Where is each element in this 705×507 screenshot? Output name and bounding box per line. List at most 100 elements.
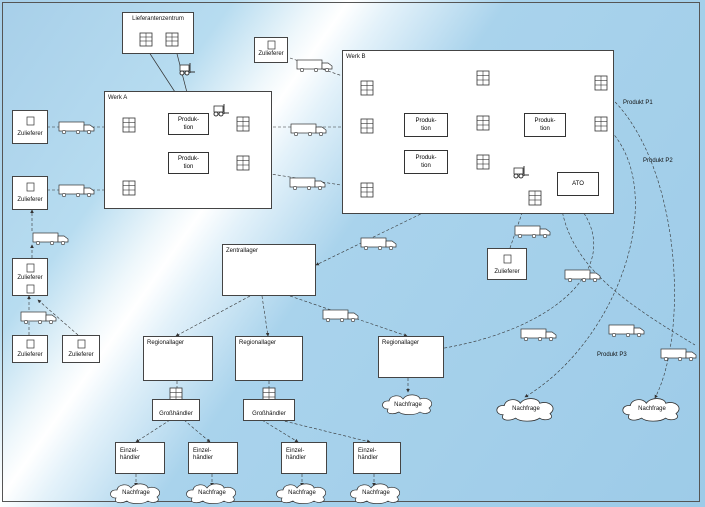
- inventory-icon: [122, 180, 136, 196]
- truck-icon: [564, 268, 602, 283]
- product-p2-label: Produkt P2: [643, 158, 673, 164]
- inventory-icon: [267, 40, 276, 50]
- regional-warehouse-label: Regionallager: [239, 340, 277, 346]
- inventory-icon: [26, 284, 35, 294]
- production-node: Produk- tion: [404, 113, 448, 137]
- demand-label: Nachfrage: [638, 406, 666, 412]
- regional-warehouse: Regionallager: [235, 336, 303, 381]
- retailer-node: Einzel- händler: [115, 442, 165, 474]
- ato-node: ATO: [557, 172, 599, 196]
- forklift-icon: [513, 166, 529, 179]
- supplier-node: Zulieferer: [12, 258, 48, 296]
- supplier-node: Zulieferer: [12, 335, 48, 363]
- inventory-icon: [594, 116, 608, 132]
- supplier-label: Zulieferer: [68, 352, 94, 358]
- inventory-icon: [26, 339, 35, 349]
- product-p3-label: Produkt P3: [597, 352, 627, 358]
- inventory-icon: [236, 116, 250, 132]
- truck-icon: [58, 120, 96, 135]
- retailer-node: Einzel- händler: [188, 442, 238, 474]
- demand-cloud: Nachfrage: [348, 482, 404, 504]
- demand-cloud: Nachfrage: [494, 396, 558, 422]
- demand-label: Nachfrage: [288, 490, 316, 496]
- supplier-label: Zulieferer: [17, 352, 43, 358]
- truck-icon: [20, 310, 58, 325]
- inventory-icon: [26, 182, 35, 192]
- inventory-icon: [77, 339, 86, 349]
- truck-icon: [58, 183, 96, 198]
- retailer-label: Einzel- händler: [120, 448, 141, 461]
- retailer-node: Einzel- händler: [281, 442, 327, 474]
- truck-icon: [514, 224, 552, 239]
- inventory-icon: [528, 190, 542, 206]
- inventory-icon: [360, 182, 374, 198]
- inventory-icon: [476, 115, 490, 131]
- truck-icon: [32, 231, 70, 246]
- supplier-node: Zulieferer: [254, 37, 288, 63]
- truck-icon: [296, 58, 334, 73]
- supplier-center-node: Lieferantenzentrum: [122, 12, 194, 54]
- inventory-icon: [360, 118, 374, 134]
- demand-cloud: Nachfrage: [380, 392, 436, 416]
- inventory-icon: [122, 117, 136, 133]
- regional-warehouse: Regionallager: [378, 336, 444, 378]
- truck-icon: [290, 122, 328, 137]
- retailer-node: Einzel- händler: [353, 442, 401, 474]
- forklift-icon: [213, 104, 229, 117]
- supplier-center-label: Lieferantenzentrum: [132, 16, 184, 22]
- wholesaler-label: Großhändler: [252, 411, 286, 417]
- regional-warehouse: Regionallager: [143, 336, 213, 381]
- truck-icon: [289, 176, 327, 191]
- supplier-label: Zulieferer: [17, 275, 43, 281]
- wholesaler-node: Großhändler: [152, 399, 200, 421]
- supplier-label: Zulieferer: [17, 197, 43, 203]
- inventory-icon: [360, 80, 374, 96]
- regional-warehouse-label: Regionallager: [382, 340, 420, 346]
- truck-icon: [322, 308, 360, 323]
- supplier-node: Zulieferer: [62, 335, 100, 363]
- demand-label: Nachfrage: [394, 402, 422, 408]
- demand-label: Nachfrage: [122, 490, 150, 496]
- truck-icon: [360, 236, 398, 251]
- demand-cloud: Nachfrage: [274, 482, 330, 504]
- demand-label: Nachfrage: [512, 406, 540, 412]
- central-warehouse-label: Zentrallager: [226, 248, 259, 254]
- inventory-icon: [26, 116, 35, 126]
- wholesaler-node: Großhändler: [243, 399, 295, 421]
- inventory-icon: [236, 155, 250, 171]
- inventory-icon: [594, 75, 608, 91]
- production-node: Produk- tion: [524, 113, 566, 137]
- production-node: Produk- tion: [168, 113, 209, 135]
- truck-icon: [520, 327, 558, 342]
- demand-cloud: Nachfrage: [108, 482, 164, 504]
- demand-cloud: Nachfrage: [620, 396, 684, 422]
- truck-icon: [608, 323, 646, 338]
- inventory-icon: [476, 154, 490, 170]
- inventory-icon: [165, 32, 179, 47]
- forklift-icon: [179, 63, 195, 76]
- demand-label: Nachfrage: [198, 490, 226, 496]
- production-node: Produk- tion: [168, 152, 209, 174]
- truck-icon: [660, 347, 698, 362]
- retailer-label: Einzel- händler: [286, 448, 307, 461]
- inventory-icon: [26, 263, 35, 273]
- inventory-icon: [503, 254, 512, 264]
- demand-label: Nachfrage: [362, 490, 390, 496]
- inventory-icon: [139, 32, 153, 47]
- diagram-frame: [2, 2, 700, 502]
- supplier-node: Zulieferer: [487, 248, 527, 280]
- central-warehouse: Zentrallager: [222, 244, 316, 296]
- plant-b-label: Werk B: [346, 54, 366, 60]
- supplier-label: Zulieferer: [494, 269, 520, 275]
- inventory-icon: [476, 70, 490, 86]
- retailer-label: Einzel- händler: [193, 448, 214, 461]
- regional-warehouse-label: Regionallager: [147, 340, 185, 346]
- supplier-node: Zulieferer: [12, 110, 48, 144]
- supplier-label: Zulieferer: [258, 51, 284, 57]
- plant-a-label: Werk A: [108, 95, 128, 101]
- production-node: Produk- tion: [404, 150, 448, 174]
- wholesaler-label: Großhändler: [159, 411, 193, 417]
- demand-cloud: Nachfrage: [184, 482, 240, 504]
- retailer-label: Einzel- händler: [358, 448, 379, 461]
